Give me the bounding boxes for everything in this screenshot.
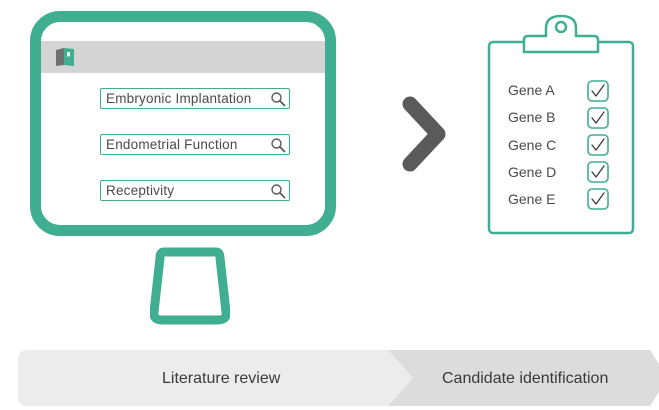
step-candidate-identification-shape — [388, 350, 659, 406]
search-field-endometrial[interactable]: Endometrial Function — [100, 134, 290, 155]
checkbox-check-icon[interactable] — [587, 134, 609, 156]
chevron-right-icon — [402, 96, 446, 172]
magnifier-icon[interactable] — [270, 91, 286, 107]
search-field-receptivity[interactable]: Receptivity — [100, 180, 290, 201]
process-steps-bar — [18, 350, 659, 406]
book-icon — [56, 48, 74, 66]
checkbox-check-icon[interactable] — [587, 161, 609, 183]
gene-label: Gene E — [508, 191, 556, 207]
step-literature-review-shape — [18, 350, 413, 406]
browser-bar — [41, 41, 325, 73]
step-candidate-identification: Candidate identification — [442, 370, 609, 387]
search-term: Endometrial Function — [106, 137, 238, 152]
gene-label: Gene A — [508, 82, 555, 98]
search-term: Receptivity — [106, 183, 175, 198]
gene-label: Gene B — [508, 109, 556, 125]
search-term: Embryonic Implantation — [106, 91, 252, 106]
gene-label: Gene D — [508, 164, 557, 180]
magnifier-icon[interactable] — [270, 183, 286, 199]
search-field-implantation[interactable]: Embryonic Implantation — [100, 88, 290, 109]
checkbox-check-icon[interactable] — [587, 188, 609, 210]
monitor-stand — [150, 247, 230, 325]
computer-monitor: Embryonic Implantation Endometrial Funct… — [30, 11, 336, 236]
gene-label: Gene C — [508, 137, 557, 153]
magnifier-icon[interactable] — [270, 137, 286, 153]
checkbox-check-icon[interactable] — [587, 107, 609, 129]
step-literature-review: Literature review — [162, 370, 281, 387]
checkbox-check-icon[interactable] — [587, 80, 609, 102]
